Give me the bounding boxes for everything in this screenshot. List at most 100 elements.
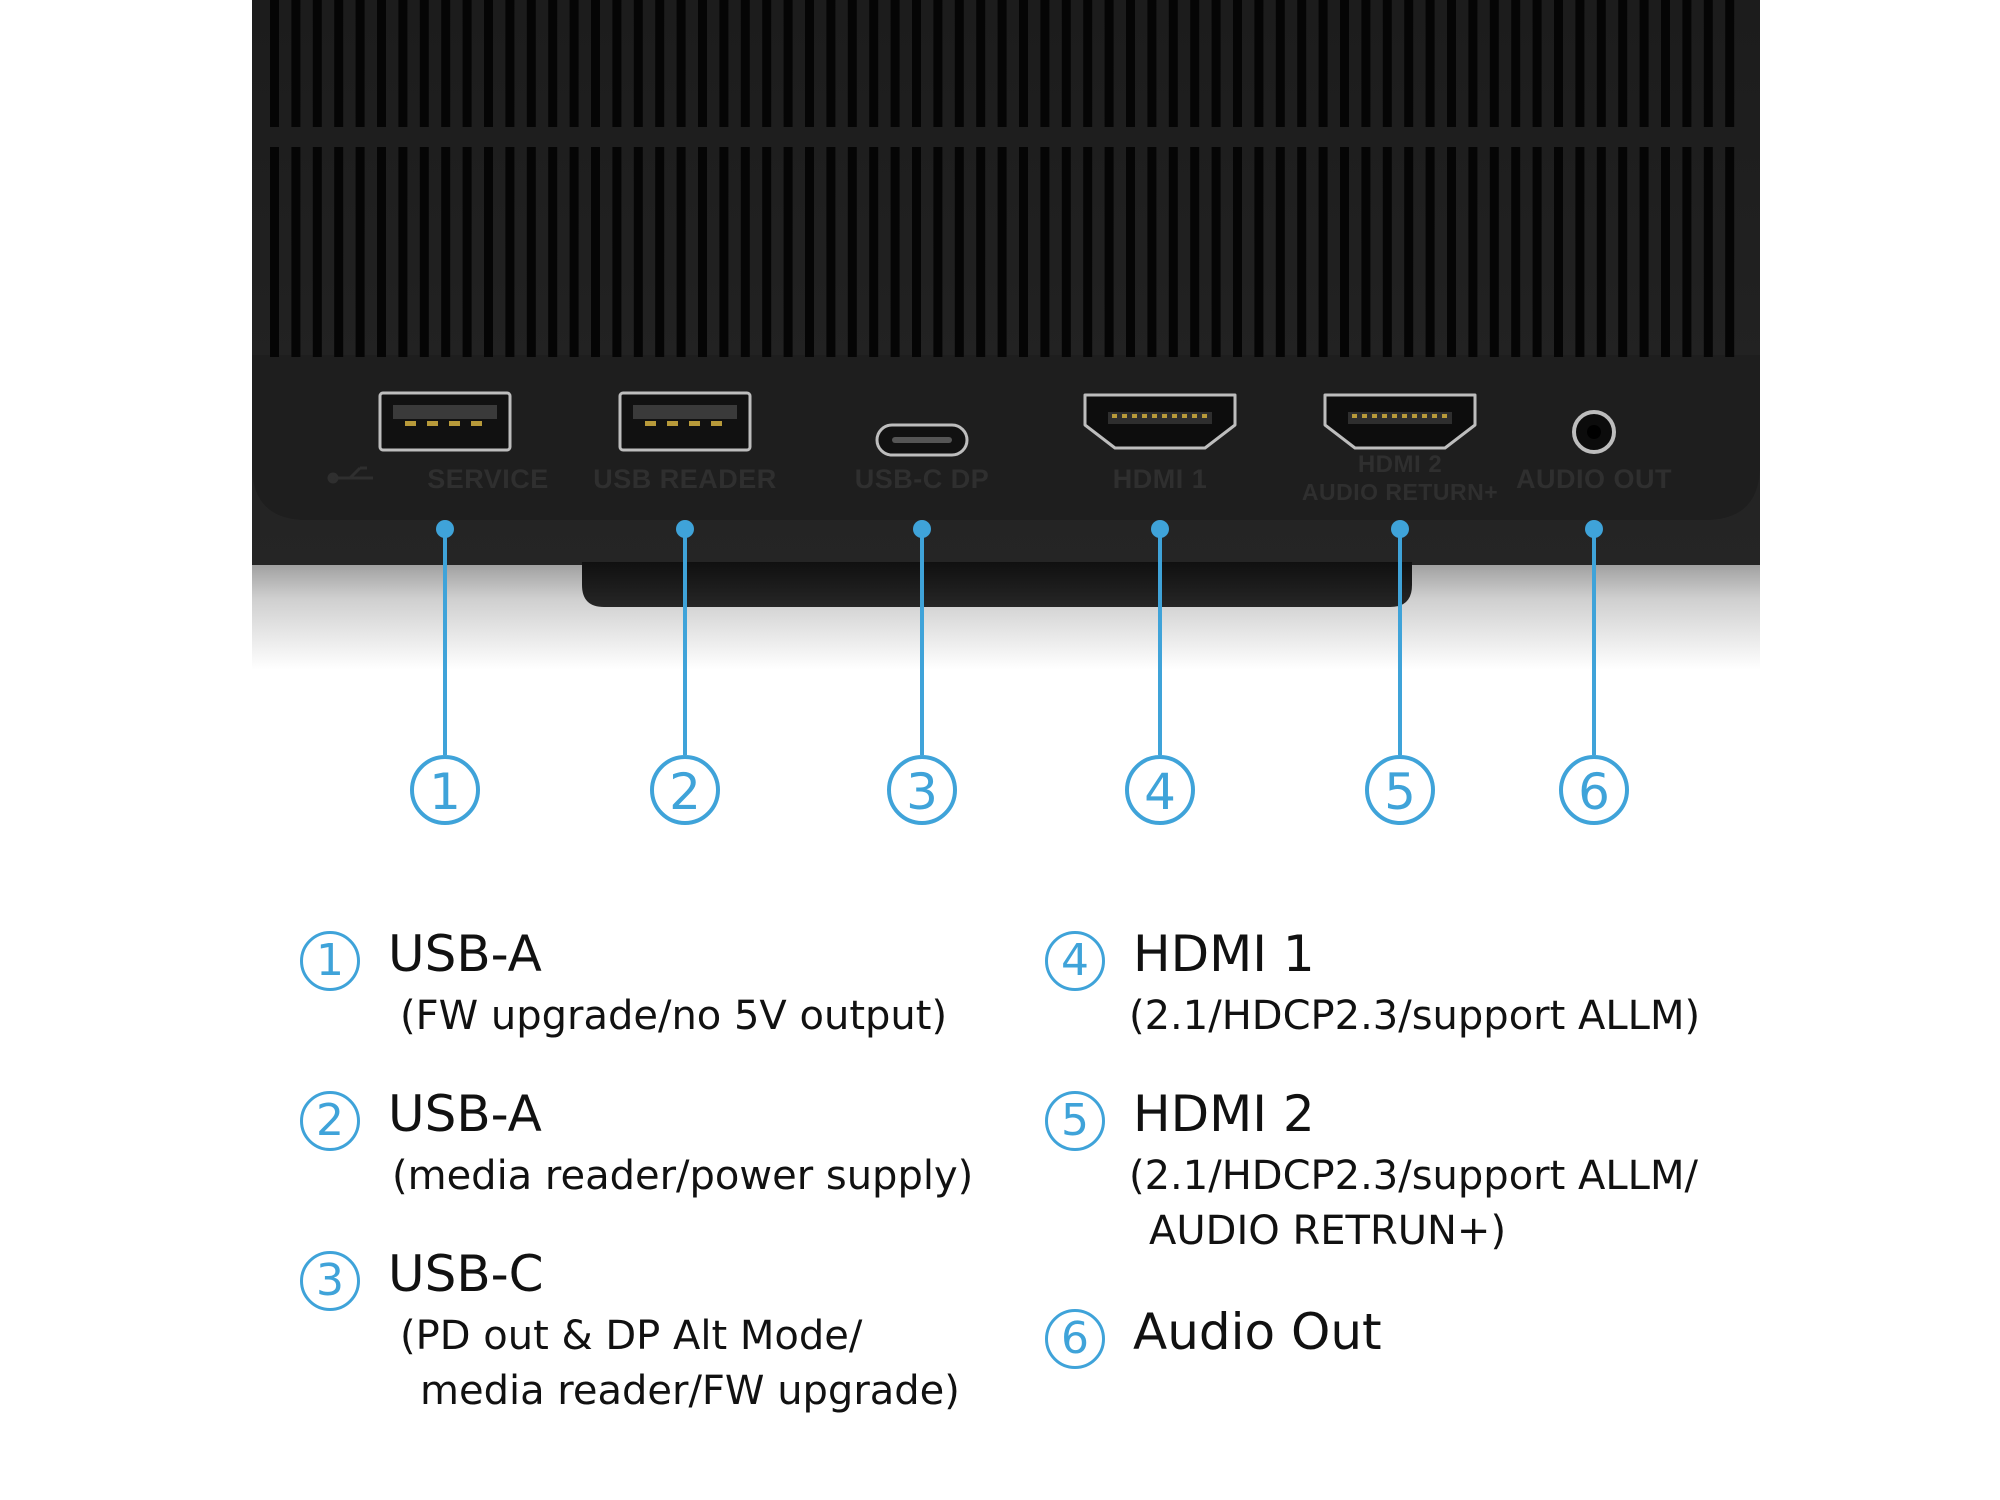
vent-slot bbox=[1318, 147, 1328, 357]
vent-slot bbox=[1511, 147, 1521, 357]
vent-slot bbox=[1083, 147, 1093, 357]
hdmi-pin bbox=[1422, 414, 1427, 418]
vent-slot bbox=[783, 147, 793, 357]
vent-slot bbox=[1703, 0, 1713, 127]
callout-number: 2 bbox=[669, 763, 701, 821]
vent-slot bbox=[1489, 0, 1499, 127]
vent-slot bbox=[1489, 147, 1499, 357]
vent-slot bbox=[1275, 147, 1285, 357]
callout-number: 6 bbox=[1578, 763, 1610, 821]
vent-slot bbox=[419, 0, 429, 127]
vent-slot bbox=[291, 147, 301, 357]
hdmi-pin bbox=[1412, 414, 1417, 418]
vent-slot bbox=[698, 147, 707, 357]
hdmi-pin bbox=[1132, 414, 1137, 418]
legend-title: USB-C bbox=[388, 1245, 544, 1303]
callout-number: 3 bbox=[906, 763, 938, 821]
vent-slot bbox=[1061, 147, 1071, 357]
vent-slot bbox=[591, 147, 600, 357]
hdmi-pin bbox=[1362, 414, 1367, 418]
vent-slot bbox=[1019, 147, 1028, 357]
legend-number-badge: 4 bbox=[1045, 931, 1105, 991]
vent-slot bbox=[1532, 147, 1542, 357]
usb-symbol-icon bbox=[327, 466, 373, 484]
vent-slot bbox=[1725, 0, 1735, 127]
port-3: USB-C DP3 bbox=[855, 423, 989, 825]
vent-slot bbox=[1725, 147, 1735, 357]
vent-slot bbox=[719, 0, 729, 127]
vent-slot bbox=[762, 0, 772, 127]
legend-description: (PD out & DP Alt Mode/ media reader/FW u… bbox=[400, 1309, 960, 1419]
vent-slot bbox=[526, 147, 536, 357]
vent-slot bbox=[355, 147, 365, 357]
vent-slot bbox=[1340, 147, 1349, 357]
callout-number: 4 bbox=[1144, 763, 1176, 821]
usb-pin bbox=[667, 421, 678, 426]
port-label: HDMI 2 bbox=[1358, 451, 1442, 478]
vent-slot bbox=[912, 147, 921, 357]
projector-foot bbox=[582, 562, 1412, 607]
vent-slot bbox=[1661, 0, 1670, 127]
callout-number: 1 bbox=[429, 763, 461, 821]
vent-slot bbox=[805, 147, 814, 357]
hdmi-pin bbox=[1442, 414, 1447, 418]
legend-description: (media reader/power supply) bbox=[392, 1149, 973, 1204]
vent-slot bbox=[1297, 147, 1307, 357]
hdmi-pin bbox=[1392, 414, 1397, 418]
vent-slot bbox=[548, 0, 558, 127]
vent-slot bbox=[655, 147, 665, 357]
vent-slot bbox=[569, 0, 579, 127]
vent-slot bbox=[783, 0, 793, 127]
vent-slot bbox=[933, 0, 943, 127]
vent-slot bbox=[591, 0, 600, 127]
vent-slot bbox=[441, 0, 451, 127]
legend-number-badge: 3 bbox=[300, 1251, 360, 1311]
vent-slot bbox=[1404, 147, 1414, 357]
legend-description-line: (2.1/HDCP2.3/support ALLM/ bbox=[1129, 1153, 1698, 1199]
vent-slot bbox=[762, 147, 772, 357]
vent-slot bbox=[334, 147, 344, 357]
usb-symbol-dot bbox=[327, 472, 339, 484]
audio-jack-hole bbox=[1587, 425, 1601, 439]
usb-pin bbox=[427, 421, 438, 426]
legend-title: USB-A bbox=[388, 925, 542, 983]
vent-slot bbox=[676, 147, 686, 357]
vent-slot bbox=[1554, 147, 1563, 357]
vent-slot bbox=[890, 0, 900, 127]
vent-slot bbox=[462, 0, 472, 127]
vent-slot bbox=[1425, 0, 1435, 127]
vent-slot bbox=[1168, 147, 1178, 357]
vent-slot bbox=[1596, 0, 1606, 127]
vent-slot bbox=[1425, 147, 1435, 357]
hdmi-pin bbox=[1432, 414, 1437, 418]
legend-description: (2.1/HDCP2.3/support ALLM) bbox=[1129, 989, 1700, 1044]
vent-slot bbox=[1361, 147, 1371, 357]
vent-slot bbox=[312, 0, 322, 127]
legend-item-2: 2 USB-A (media reader/power supply) bbox=[300, 1085, 1020, 1225]
vent-slot bbox=[1297, 0, 1307, 127]
legend-item-5: 5 HDMI 2 (2.1/HDCP2.3/support ALLM/ AUDI… bbox=[1045, 1085, 1765, 1285]
vent-slot bbox=[954, 0, 964, 127]
legend-item-1: 1 USB-A (FW upgrade/no 5V output) bbox=[300, 925, 1000, 1065]
vent-slot bbox=[847, 0, 857, 127]
vent-slot bbox=[505, 147, 515, 357]
vent-slot bbox=[355, 0, 365, 127]
usb-symbol-branch bbox=[348, 466, 362, 480]
port-label: SERVICE bbox=[427, 464, 549, 494]
legend-description-line: (media reader/power supply) bbox=[392, 1153, 974, 1199]
hdmi-pin bbox=[1382, 414, 1387, 418]
vent-slot bbox=[1147, 147, 1157, 357]
legend-item-3: 3 USB-C (PD out & DP Alt Mode/ media rea… bbox=[300, 1245, 1020, 1445]
vent-slot bbox=[1511, 0, 1521, 127]
hdmi-pin bbox=[1122, 414, 1127, 418]
vent-slot bbox=[1318, 0, 1328, 127]
legend-number-badge: 6 bbox=[1045, 1309, 1105, 1369]
vent-slot bbox=[419, 147, 429, 357]
callout-circle bbox=[1365, 755, 1435, 825]
vent-slot bbox=[1254, 147, 1264, 357]
callout-circle bbox=[650, 755, 720, 825]
